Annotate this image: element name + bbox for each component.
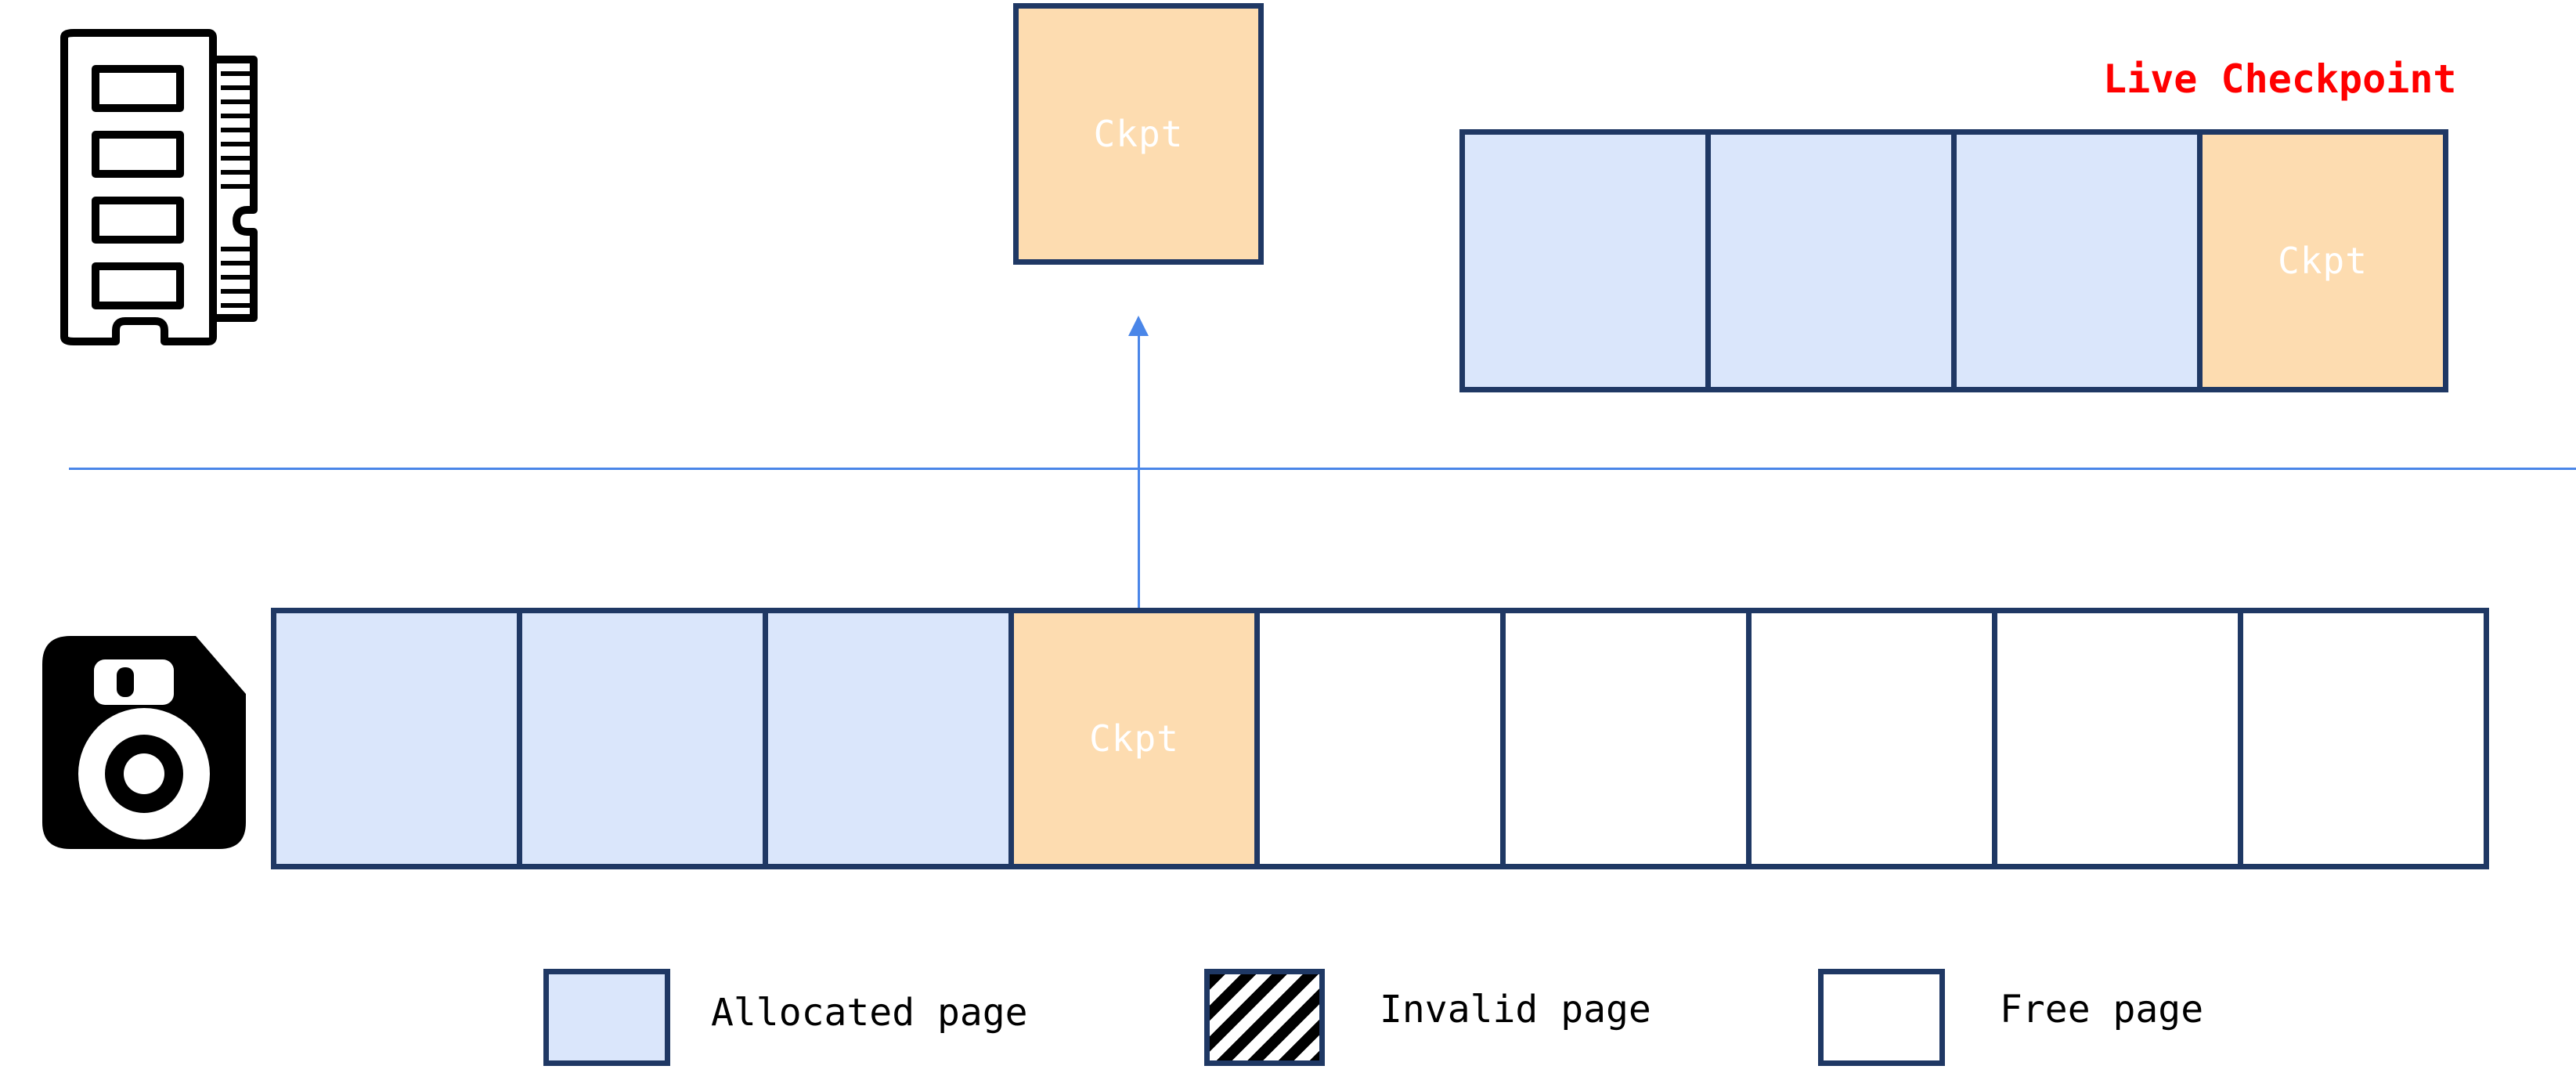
- legend-invalid-swatch: [1204, 969, 1325, 1066]
- ram-module-icon: [60, 29, 258, 345]
- memory-storage-divider: [69, 468, 2576, 470]
- disk-page-free: [1500, 608, 1752, 869]
- memory-ckpt-label: Ckpt: [1093, 113, 1184, 155]
- disk-page-free: [2238, 608, 2489, 869]
- disk-page-free: [1992, 608, 2243, 869]
- live-checkpoint-label: Live Checkpoint: [2103, 56, 2457, 102]
- disk-page-allocated: [763, 608, 1014, 869]
- legend-allocated-label: Allocated page: [711, 991, 1028, 1035]
- disk-page-allocated: [517, 608, 768, 869]
- live-page-allocated: [1705, 129, 1957, 392]
- disk-page-allocated: [271, 608, 522, 869]
- live-page-allocated: [1459, 129, 1711, 392]
- memory-ckpt-page: Ckpt: [1013, 3, 1264, 265]
- legend-allocated-swatch: [543, 969, 670, 1066]
- load-arrow-shaft: [1138, 335, 1140, 611]
- disk-page-free: [1746, 608, 1997, 869]
- live-page-ckpt: Ckpt: [2197, 129, 2448, 392]
- disk-ckpt-label: Ckpt: [1089, 717, 1179, 760]
- disk-page-ckpt: Ckpt: [1008, 608, 1260, 869]
- disk-page-free: [1254, 608, 1506, 869]
- load-arrow-head: [1128, 316, 1149, 336]
- legend-free-swatch: [1818, 969, 1945, 1066]
- legend-free-label: Free page: [2000, 988, 2204, 1031]
- live-ckpt-label: Ckpt: [2278, 240, 2368, 282]
- floppy-disk-icon: [42, 636, 246, 849]
- legend-invalid-label: Invalid page: [1380, 988, 1651, 1031]
- live-page-allocated: [1951, 129, 2203, 392]
